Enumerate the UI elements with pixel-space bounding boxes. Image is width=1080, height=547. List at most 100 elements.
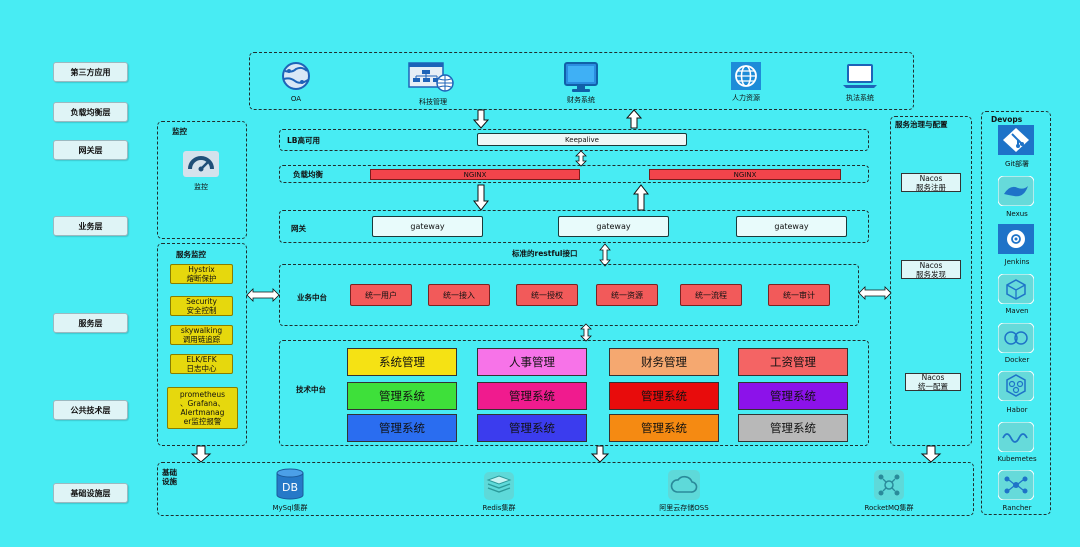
business-item-auth: 统一授权 — [516, 284, 578, 306]
layer-label-gateway: 网关层 — [53, 140, 128, 160]
devops-label-habor: Habor — [1006, 406, 1028, 414]
load-balance-title: 负载均衡 — [293, 170, 323, 179]
layer-label-infrastructure: 基础设施层 — [53, 483, 128, 503]
redis-icon — [484, 472, 514, 500]
rancher-icon — [998, 470, 1034, 500]
arrow-leftright — [858, 286, 892, 300]
layer-label-third-party: 第三方应用 — [53, 62, 128, 82]
nginx-bar-1: NGINX — [370, 169, 580, 180]
arrow-updown — [580, 323, 592, 342]
load-balance-panel: 负载均衡 NGINX NGINX — [279, 165, 869, 183]
app-label-finance: 财务系统 — [567, 96, 595, 104]
gateway-node-2: gateway — [558, 216, 669, 237]
gateway-panel: 网关 gateway gateway gateway — [279, 210, 869, 243]
monitor-title: 监控 — [172, 127, 187, 136]
service-monitor-title: 服务监控 — [176, 250, 206, 259]
business-item-access: 统一接入 — [428, 284, 490, 306]
app-label-hr: 人力资源 — [732, 94, 760, 102]
monitor-icon-label: 监控 — [194, 183, 208, 191]
harbor-icon — [998, 371, 1034, 401]
devops-label-docker: Docker — [1004, 356, 1030, 364]
tech-item: 管理系统 — [738, 414, 848, 442]
gateway-node-1: gateway — [372, 216, 483, 237]
arrow-up — [632, 184, 650, 211]
kubernetes-icon — [998, 422, 1034, 452]
devops-label-maven: Maven — [1005, 307, 1029, 315]
database-icon: DB — [276, 468, 304, 500]
devops-label-nexus: Nexus — [1006, 210, 1028, 218]
tech-item: 人事管理 — [477, 348, 587, 376]
tech-item: 管理系统 — [609, 414, 719, 442]
gateway-node-3: gateway — [736, 216, 847, 237]
layer-label-public-tech: 公共技术层 — [53, 400, 128, 420]
layer-label-business: 业务层 — [53, 216, 128, 236]
lb-ha-title: LB高可用 — [287, 136, 320, 145]
arrow-down — [920, 445, 942, 463]
monitor-icon — [564, 62, 598, 92]
maven-icon — [998, 274, 1034, 304]
nginx-bar-2: NGINX — [649, 169, 841, 180]
dashboard-icon — [183, 151, 219, 177]
docker-icon — [998, 323, 1034, 353]
business-item-resource: 统一资源 — [596, 284, 658, 306]
laptop-icon — [843, 64, 877, 88]
business-item-audit: 统一审计 — [768, 284, 830, 306]
business-platform-panel: 业务中台 统一用户 统一接入 统一授权 统一资源 统一流程 统一审计 — [279, 264, 859, 326]
tech-title: 技术中台 — [296, 385, 326, 394]
tech-item: 管理系统 — [738, 382, 848, 410]
arrow-down — [590, 445, 610, 463]
keepalive-bar: Keepalive — [477, 133, 687, 146]
web-globe-icon — [731, 62, 761, 90]
devops-panel: Devops Git部署 Nexus Jenkins Maven Docker — [981, 111, 1051, 515]
layer-label-service: 服务层 — [53, 313, 128, 333]
tech-item: 系统管理 — [347, 348, 457, 376]
git-icon — [998, 125, 1034, 155]
third-party-apps-panel: OA 科技管理 财务系统 人力资源 执法系统 — [249, 52, 914, 110]
devops-title: Devops — [991, 115, 1023, 124]
app-label-oa: OA — [290, 95, 302, 103]
devops-label-git: Git部署 — [1004, 160, 1030, 168]
infra-label-oss: 阿里云存储OSS — [659, 504, 709, 512]
arrow-down — [472, 184, 490, 211]
message-queue-icon — [874, 470, 904, 500]
tech-item: 财务管理 — [609, 348, 719, 376]
business-item-user: 统一用户 — [350, 284, 412, 306]
arrow-updown — [599, 243, 611, 267]
app-label-law: 执法系统 — [846, 94, 874, 102]
monitor-panel: 监控 监控 — [157, 121, 247, 239]
arrow-updown — [575, 150, 587, 167]
layer-label-load-balance: 负载均衡层 — [53, 102, 128, 122]
infra-label-redis: Redis集群 — [482, 504, 516, 512]
infra-label-mysql: MySql集群 — [272, 504, 308, 512]
tech-item: 管理系统 — [609, 382, 719, 410]
nexus-icon — [998, 176, 1034, 206]
restful-label: 标准的restful接口 — [512, 249, 578, 258]
tech-item: 管理系统 — [477, 414, 587, 442]
governance-title: 服务治理与配置 — [895, 120, 948, 129]
infra-label-rocketmq: RocketMQ集群 — [864, 504, 914, 512]
jenkins-icon — [998, 224, 1034, 254]
devops-label-jenkins: Jenkins — [1004, 258, 1030, 266]
org-chart-web-icon — [408, 62, 454, 92]
globe-network-icon — [282, 62, 310, 90]
devops-label-rancher: Rancher — [1002, 504, 1032, 512]
arrow-up — [625, 109, 643, 129]
db-text: DB — [282, 481, 298, 494]
tech-item: 管理系统 — [347, 382, 457, 410]
app-label-tech-mgmt: 科技管理 — [419, 98, 447, 106]
tech-item: 管理系统 — [347, 414, 457, 442]
arrow-leftright — [246, 288, 280, 302]
business-title: 业务中台 — [297, 293, 327, 302]
tech-item: 工资管理 — [738, 348, 848, 376]
arrow-down — [472, 109, 490, 129]
